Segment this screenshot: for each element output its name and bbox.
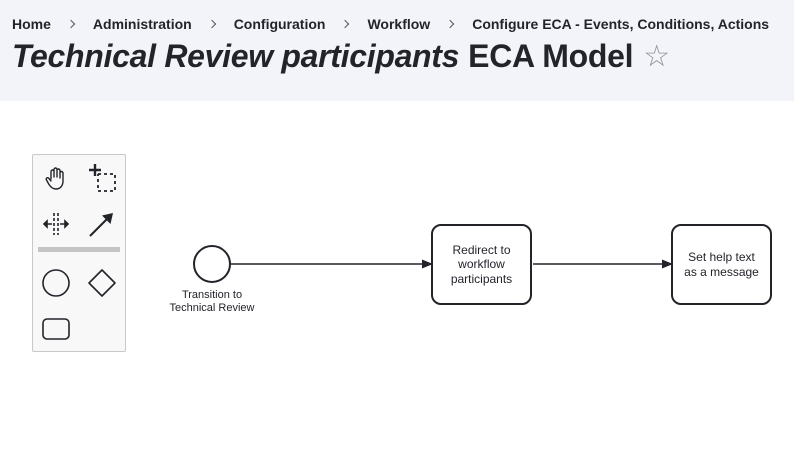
- sequence-flow-2[interactable]: [533, 259, 673, 269]
- tool-palette: [32, 154, 126, 352]
- page-header: Home Administration Configuration Workfl…: [0, 0, 794, 101]
- start-event-label-line: Transition to: [181, 289, 243, 301]
- chevron-right-icon: [445, 19, 455, 29]
- task-label-line: as a message: [684, 264, 759, 279]
- chevron-right-icon: [66, 19, 76, 29]
- breadcrumb-workflow[interactable]: Workflow: [367, 16, 431, 32]
- page-title: Technical Review participants ECA Model …: [12, 38, 670, 75]
- task-label-line: workflow: [458, 257, 505, 272]
- breadcrumb-home[interactable]: Home: [12, 16, 51, 32]
- start-event-label: Transition to Technical Review: [152, 289, 272, 315]
- breadcrumb-administration[interactable]: Administration: [92, 16, 192, 32]
- chevron-right-icon: [207, 19, 216, 29]
- palette-divider: [38, 247, 120, 252]
- breadcrumb: Home Administration Configuration Workfl…: [12, 16, 769, 32]
- task-redirect-participants[interactable]: Redirect to workflow participants: [431, 224, 532, 305]
- chevron-right-icon: [341, 19, 350, 29]
- page-title-suffix: ECA Model: [468, 38, 634, 74]
- task-set-help-text[interactable]: Set help text as a message: [671, 224, 772, 305]
- start-event-label-line: Technical Review: [169, 302, 255, 314]
- breadcrumb-configure-eca[interactable]: Configure ECA - Events, Conditions, Acti…: [472, 16, 770, 32]
- star-outline-icon[interactable]: ☆: [643, 39, 671, 73]
- start-event[interactable]: [193, 245, 231, 283]
- sequence-flow-1[interactable]: [231, 259, 433, 269]
- breadcrumb-configuration[interactable]: Configuration: [233, 16, 326, 32]
- sequence-flows: [231, 259, 673, 269]
- task-label-line: Set help text: [688, 250, 755, 264]
- create-gateway-icon[interactable]: [85, 266, 119, 300]
- global-connect-tool-icon[interactable]: [85, 207, 119, 241]
- create-task-icon[interactable]: [39, 312, 73, 346]
- space-tool-icon[interactable]: [39, 207, 73, 241]
- create-event-icon[interactable]: [39, 266, 73, 300]
- task-label-line: participants: [450, 271, 513, 286]
- bpmn-canvas[interactable]: Transition to Technical Review Redirect …: [0, 101, 794, 456]
- hand-tool-icon[interactable]: [39, 161, 73, 195]
- lasso-tool-icon[interactable]: [85, 161, 119, 195]
- page-title-model-name: Technical Review participants: [12, 38, 460, 74]
- task-label-line: Redirect to: [452, 242, 511, 257]
